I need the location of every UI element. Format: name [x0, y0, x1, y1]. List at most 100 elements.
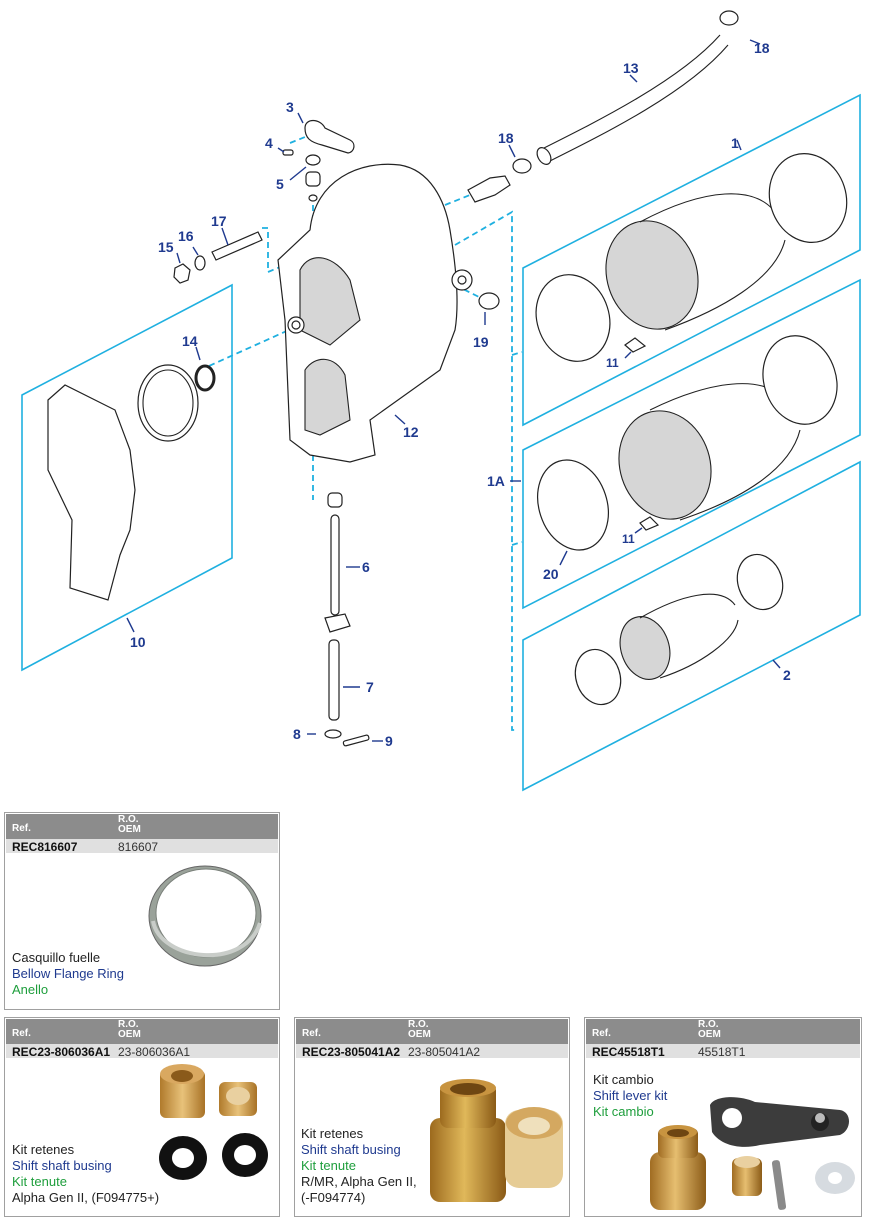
brass-bushings-photo [430, 1079, 563, 1202]
desc-english: Shift lever kit [593, 1088, 668, 1103]
leader-lines [126, 39, 781, 742]
connector-line [199, 324, 301, 371]
water-hose [539, 34, 729, 163]
ref-header: Ref. [592, 1028, 611, 1039]
card-ref-row: REC23-805041A2 23-805041A2 [296, 1044, 568, 1059]
bushings-and-seals-photo [159, 1064, 268, 1180]
flange-ring-photo [148, 865, 262, 967]
callout-10: 10 [130, 634, 146, 650]
exploded-parts-diagram: 1 1A 2 3 4 5 6 7 8 9 10 11 11 12 13 14 1… [21, 10, 861, 792]
callout-18b: 18 [498, 130, 514, 146]
hose-clamp [719, 10, 739, 26]
bellows-kit-1 [535, 153, 848, 362]
washer [324, 729, 342, 739]
card-header: Ref. R.O.OEM [6, 1019, 278, 1044]
oem-code: 816607 [118, 840, 159, 854]
connector-line [289, 134, 311, 144]
oem-code: 45518T1 [698, 1045, 746, 1059]
ref-code[interactable]: REC23-806036A1 [12, 1045, 111, 1059]
water-fitting [467, 175, 511, 203]
pin [342, 734, 370, 747]
product-card[interactable]: Ref. R.O.OEM REC45518T1 45518T1 Kit camb… [584, 1017, 862, 1217]
stud [211, 231, 263, 261]
connector-line [511, 351, 523, 356]
desc-note: Alpha Gen II, (F094775+) [12, 1190, 160, 1205]
callout-8: 8 [293, 726, 301, 742]
oem-header: R.O.OEM [698, 1019, 721, 1040]
callout-1: 1 [731, 135, 739, 151]
connector-line [511, 541, 523, 546]
oem-header: R.O.OEM [118, 1019, 141, 1040]
product-card[interactable]: Ref. R.O.OEM REC816607 816607 Casquillo … [4, 812, 280, 1010]
desc-spanish: Casquillo fuelle [12, 950, 101, 965]
ref-header: Ref. [12, 823, 31, 834]
drive-housing [277, 163, 473, 463]
callout-11b: 11 [622, 532, 635, 546]
shift-lever [304, 119, 355, 154]
callout-13: 13 [623, 60, 639, 76]
ref-header: Ref. [302, 1028, 321, 1039]
kit-frame-10 [21, 283, 233, 672]
kit-frame-2 [522, 460, 861, 792]
callout-19: 19 [473, 334, 489, 350]
desc-note: R/MR, Alpha Gen II, [301, 1174, 417, 1189]
ref-code[interactable]: REC816607 [12, 840, 78, 854]
kit-frame-1a [522, 278, 861, 610]
desc-english: Bellow Flange Ring [12, 966, 125, 981]
shift-lever-kit-photo [650, 1097, 855, 1210]
desc-spanish: Kit cambio [593, 1072, 654, 1087]
callout-15: 15 [158, 239, 174, 255]
shift-shaft-upper [330, 514, 340, 616]
shaft-bushing [327, 492, 343, 508]
callout-9: 9 [385, 733, 393, 749]
desc-italian: Anello [12, 982, 49, 997]
card-ref-row: REC816607 816607 [6, 839, 278, 854]
desc-spanish: Kit retenes [301, 1126, 364, 1141]
callout-6: 6 [362, 559, 370, 575]
desc-italian: Kit tenute [301, 1158, 356, 1173]
gasket [47, 384, 136, 601]
desc-note-2: (-F094774) [301, 1190, 366, 1205]
oem-code: 23-805041A2 [408, 1045, 481, 1059]
card-ref-row: REC45518T1 45518T1 [586, 1044, 860, 1059]
oem-code: 23-806036A1 [118, 1045, 191, 1059]
card-ref-row: REC23-806036A1 23-806036A1 [6, 1044, 278, 1059]
bellows-kit-1a [537, 335, 838, 551]
card-description: Kit cambio Shift lever kit Kit cambio [593, 1072, 667, 1120]
desc-english: Shift shaft busing [12, 1158, 112, 1173]
ref-header: Ref. [12, 1028, 31, 1039]
hose-clamp [512, 158, 532, 174]
callout-12: 12 [403, 424, 419, 440]
washer [308, 194, 318, 202]
callout-20: 20 [543, 566, 559, 582]
desc-italian: Kit cambio [593, 1104, 654, 1119]
seal-ring [137, 364, 199, 442]
callout-7: 7 [366, 679, 374, 695]
shift-shaft-lower [328, 639, 340, 721]
callout-11a: 11 [606, 356, 619, 370]
callout-5: 5 [276, 176, 284, 192]
ref-code[interactable]: REC45518T1 [592, 1045, 665, 1059]
shift-shaft-coupler [324, 613, 351, 633]
desc-english: Shift shaft busing [301, 1142, 401, 1157]
washer [305, 154, 321, 166]
washer [194, 255, 206, 271]
callout-16: 16 [178, 228, 194, 244]
o-ring [194, 364, 216, 392]
ref-code[interactable]: REC23-805041A2 [302, 1045, 401, 1059]
bushing [305, 171, 321, 187]
card-description: Kit retenes Shift shaft busing Kit tenut… [12, 1142, 159, 1206]
card-header: Ref. R.O.OEM [296, 1019, 568, 1044]
card-header: Ref. R.O.OEM [586, 1019, 860, 1044]
card-description: Kit retenes Shift shaft busing Kit tenut… [301, 1126, 417, 1206]
connector-line [454, 210, 518, 731]
product-card[interactable]: Ref. R.O.OEM REC23-805041A2 23-805041A2 … [294, 1017, 570, 1217]
screw [282, 149, 294, 156]
callout-14: 14 [182, 333, 198, 349]
callout-18a: 18 [754, 40, 770, 56]
card-description: Casquillo fuelle Bellow Flange Ring Anel… [12, 950, 124, 998]
product-card[interactable]: Ref. R.O.OEM REC23-806036A1 23-806036A1 … [4, 1017, 280, 1217]
desc-italian: Kit tenute [12, 1174, 67, 1189]
oem-header: R.O.OEM [118, 814, 141, 835]
connector-line [444, 194, 471, 206]
